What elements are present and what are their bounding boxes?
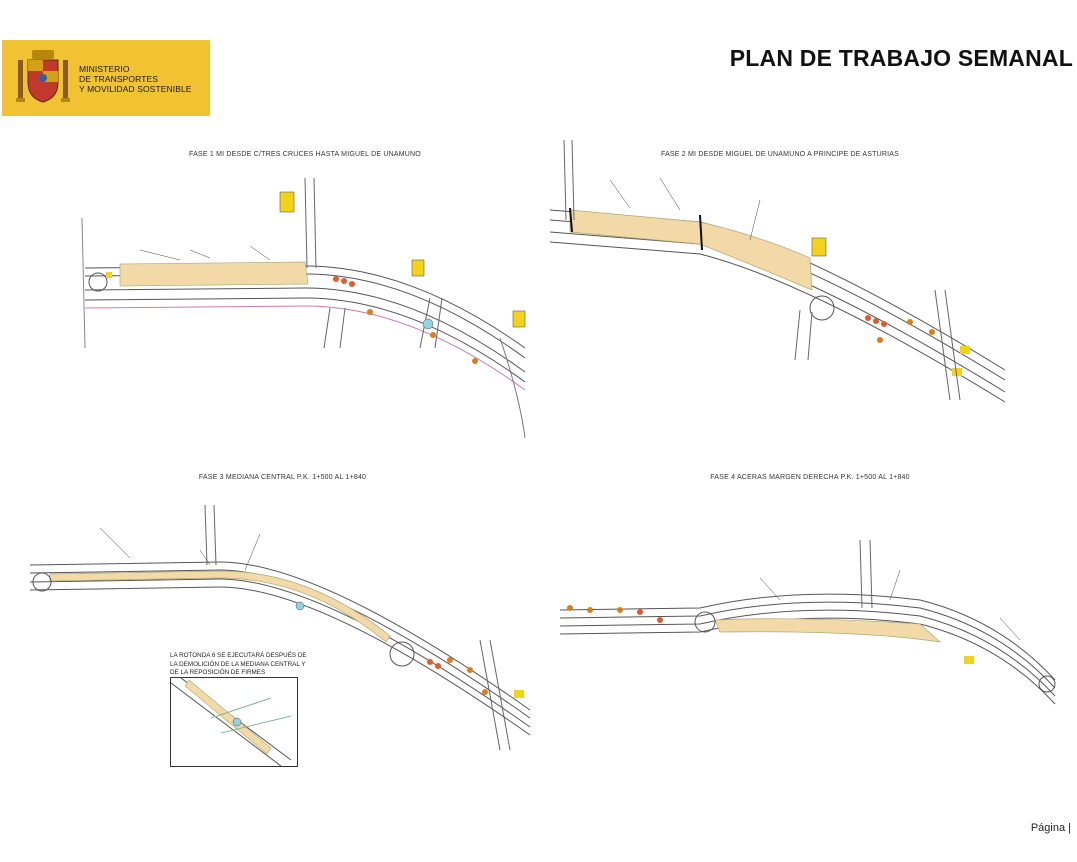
phase-3-drawing: [30, 504, 531, 751]
coat-of-arms-icon: [16, 50, 70, 103]
ministry-name: MINISTERIO DE TRANSPORTES Y MOVILIDAD SO…: [79, 64, 192, 94]
inset-drawing: [171, 678, 292, 766]
phase-3-plan: FASE 3 MEDIANA CENTRAL P.K. 1+500 AL 1+8…: [30, 470, 535, 770]
phase-4-drawing: [560, 539, 1056, 705]
phase-3-title: FASE 3 MEDIANA CENTRAL P.K. 1+500 AL 1+8…: [198, 474, 367, 481]
phase-1-drawing: [81, 177, 526, 438]
phase-4-plan: FASE 4 ACERAS MARGEN DERECHA P.K. 1+500 …: [560, 470, 1060, 740]
page-number-label: Página |: [1030, 822, 1071, 834]
phase-2-title: FASE 2 MI DESDE MIGUEL DE UNAMUNO A PRIN…: [660, 151, 900, 158]
page-title: PLAN DE TRABAJO SEMANAL: [729, 45, 1073, 71]
rotonda-note: LA ROTONDA 6 SE EJECUTARÁ DESPUÉS DE LA …: [170, 652, 307, 676]
ministry-logo: MINISTERIO DE TRANSPORTES Y MOVILIDAD SO…: [2, 40, 210, 116]
phase-1-title: FASE 1 MI DESDE C/TRES CRUCES HASTA MIGU…: [189, 151, 421, 158]
phase-1-plan: FASE 1 MI DESDE C/TRES CRUCES HASTA MIGU…: [80, 148, 530, 438]
phase-2-plan: FASE 2 MI DESDE MIGUEL DE UNAMUNO A PRIN…: [550, 140, 1010, 440]
phase-2-drawing: [550, 140, 1006, 403]
rotonda-detail-inset: [170, 677, 298, 767]
phase-4-title: FASE 4 ACERAS MARGEN DERECHA P.K. 1+500 …: [710, 474, 910, 481]
